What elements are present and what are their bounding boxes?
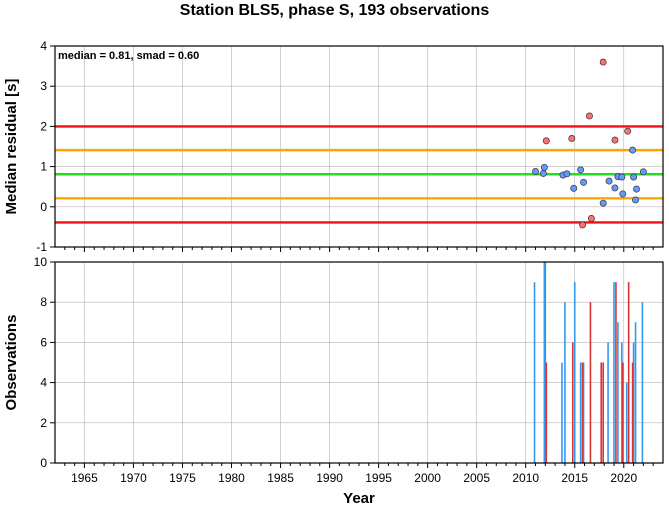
observations-panel: 0 2 4 6 8 10 1965 1970 1975 1980 1985 1990 1995 2000 2…	[3, 255, 664, 507]
x-tick-label: 1995	[365, 471, 392, 485]
y-tick-label: 6	[40, 335, 47, 349]
data-point	[619, 190, 627, 198]
data-point	[605, 177, 613, 185]
residual-panel: -1 0 1 2 3 4 median = 0.81, smad = 0.60Median …	[3, 39, 664, 254]
x-tick-label: 1985	[267, 471, 294, 485]
plot-frame	[54, 261, 664, 464]
data-point	[618, 173, 626, 181]
data-point	[639, 168, 647, 176]
data-point	[570, 184, 578, 192]
data-point	[532, 167, 539, 175]
data-point	[599, 199, 607, 207]
data-point	[577, 166, 585, 174]
data-point	[540, 163, 548, 171]
y-tick-label: 2	[40, 119, 47, 133]
data-point	[611, 184, 619, 192]
y-tick-label: 4	[40, 39, 47, 53]
x-tick-label: 1980	[218, 471, 245, 485]
y-tick-label: 8	[40, 295, 47, 309]
x-tick-label: 2020	[610, 471, 637, 485]
data-point	[579, 221, 587, 229]
chart-title: Station BLS5, phase S, 193 observations	[179, 2, 490, 19]
x-tick-label: 1990	[316, 471, 343, 485]
data-point	[568, 135, 576, 142]
x-tick-label: 2005	[463, 471, 490, 485]
y-tick-label: 2	[40, 416, 47, 430]
data-point	[542, 137, 550, 145]
data-point	[632, 196, 639, 204]
y-tick-label: 0	[40, 456, 47, 470]
data-point	[630, 173, 638, 181]
plot-frame	[54, 45, 664, 248]
data-point	[539, 169, 547, 177]
stats-annotation: median = 0.81, smad = 0.60	[58, 50, 199, 62]
x-tick-label: 2010	[512, 471, 539, 485]
x-axis-label: Year	[343, 490, 375, 507]
y-axis-label: Observations	[3, 315, 20, 411]
x-tick-label: 1975	[169, 471, 196, 485]
y-tick-label: 10	[34, 255, 48, 269]
x-tick-label: 1965	[71, 471, 98, 485]
y-tick-label: 1	[40, 160, 47, 174]
y-tick-label: 0	[40, 200, 47, 214]
data-point	[586, 112, 593, 120]
x-tick-label: 2000	[414, 471, 441, 485]
x-tick-label: 1970	[120, 471, 147, 485]
data-point	[580, 178, 588, 186]
y-tick-label: 3	[40, 79, 47, 93]
data-point	[633, 185, 640, 193]
data-point	[563, 170, 571, 178]
y-tick-label: 4	[40, 376, 47, 390]
data-point	[611, 136, 619, 144]
data-point	[624, 127, 632, 135]
x-tick-label: 2015	[561, 471, 588, 485]
y-axis-label: Median residual [s]	[3, 79, 20, 215]
data-point	[599, 58, 607, 66]
y-tick-label: -1	[36, 240, 47, 254]
data-point	[629, 146, 637, 154]
data-point	[587, 215, 595, 222]
